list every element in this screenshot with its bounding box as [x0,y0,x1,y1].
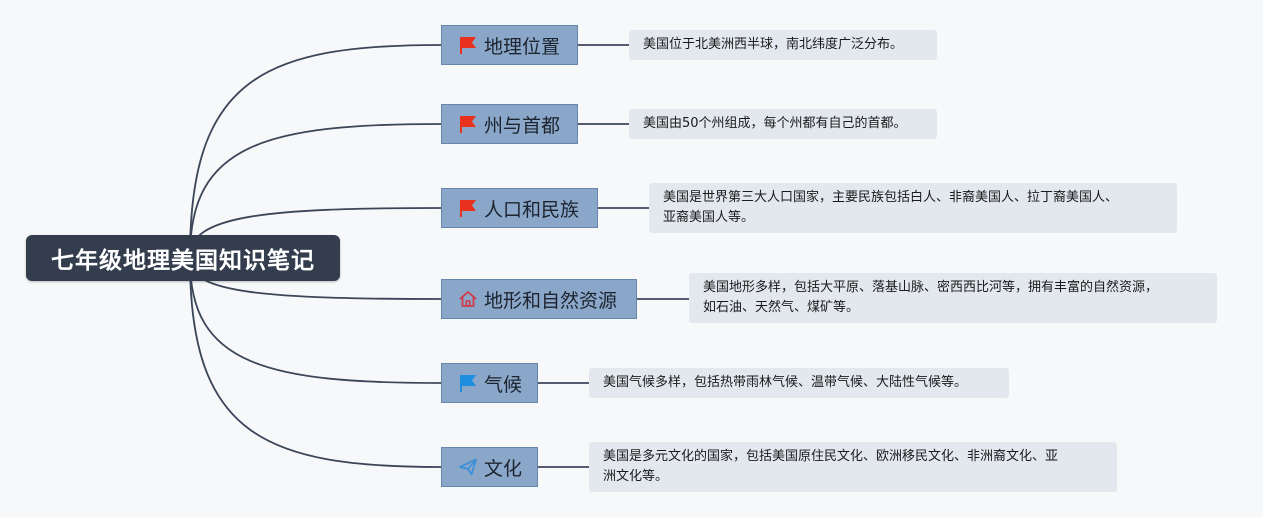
branch-label: 人口和民族 [484,198,580,221]
connector-root-to-branch [189,123,442,257]
note-geographic-location[interactable]: 美国位于北美洲西半球，南北纬度广泛分布。 [629,30,937,60]
red-flag-icon [458,35,478,55]
house-icon [458,289,478,309]
note-line: 美国位于北美洲西半球，南北纬度广泛分布。 [643,37,904,52]
branch-population-and-ethnicity[interactable]: 人口和民族 [441,188,598,228]
branch-label: 地形和自然资源 [484,289,618,312]
note-line: 洲文化等。 [603,469,669,484]
connector-root-to-branch [189,259,442,384]
branch-label: 地理位置 [484,35,561,58]
note-population-and-ethnicity[interactable]: 美国是世界第三大人口国家，主要民族包括白人、非裔美国人、拉丁裔美国人、 亚裔美国… [649,183,1177,233]
note-line: 美国气候多样，包括热带雨林气候、温带气候、大陆性气候等。 [603,375,968,390]
connector-root-to-branch [189,44,442,257]
note-states-and-capitals[interactable]: 美国由50个州组成，每个州都有自己的首都。 [629,109,937,139]
branch-terrain-and-resources[interactable]: 地形和自然资源 [441,279,637,319]
red-flag-icon [458,198,478,218]
note-line: 亚裔美国人等。 [663,210,755,225]
blue-flag-icon [458,373,478,393]
branch-label: 文化 [484,457,523,480]
note-line: 美国地形多样，包括大平原、落基山脉、密西西比河等，拥有丰富的自然资源， [703,280,1159,295]
note-line: 美国由50个州组成，每个州都有自己的首都。 [643,116,907,131]
branch-states-and-capitals[interactable]: 州与首都 [441,104,578,144]
note-line: 美国是世界第三大人口国家，主要民族包括白人、非裔美国人、拉丁裔美国人、 [663,190,1119,205]
note-climate[interactable]: 美国气候多样，包括热带雨林气候、温带气候、大陆性气候等。 [589,368,1009,398]
paper-plane-icon [458,457,478,477]
branch-label: 州与首都 [484,114,561,137]
note-line: 如石油、天然气、煤矿等。 [703,300,860,315]
root-topic-label: 七年级地理美国知识笔记 [51,248,315,274]
connector-root-to-branch [189,259,442,468]
note-culture[interactable]: 美国是多元文化的国家，包括美国原住民文化、欧洲移民文化、非洲裔文化、亚 洲文化等… [589,442,1117,492]
branch-culture[interactable]: 文化 [441,447,538,487]
note-line: 美国是多元文化的国家，包括美国原住民文化、欧洲移民文化、非洲裔文化、亚 [603,449,1059,464]
branch-climate[interactable]: 气候 [441,363,538,403]
note-terrain-and-resources[interactable]: 美国地形多样，包括大平原、落基山脉、密西西比河等，拥有丰富的自然资源， 如石油、… [689,273,1217,323]
root-topic[interactable]: 七年级地理美国知识笔记 [26,235,340,281]
branch-label: 气候 [484,373,523,396]
red-flag-icon [458,114,478,134]
branch-geographic-location[interactable]: 地理位置 [441,25,578,65]
